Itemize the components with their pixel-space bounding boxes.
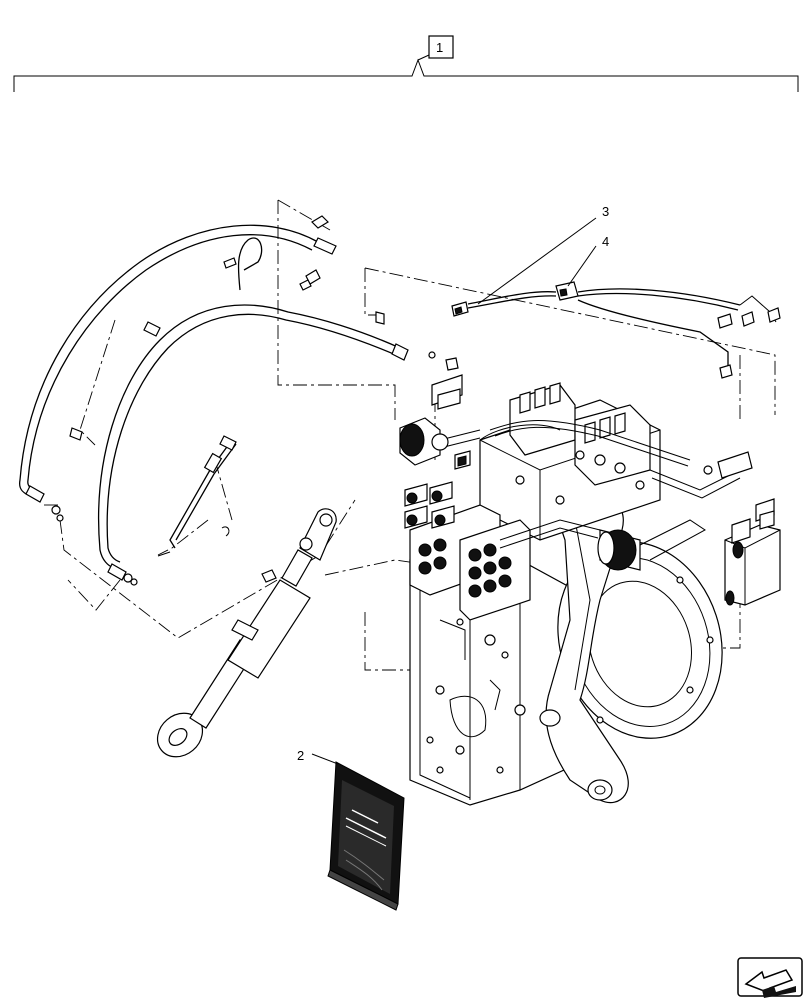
callout-1[interactable]: 1 (436, 40, 443, 55)
callout-4[interactable]: 4 (602, 234, 609, 249)
linkage-rod (157, 435, 237, 557)
assembly-bracket: 1 (13, 35, 799, 92)
fittings-and-clips (69, 215, 463, 441)
top-link-cylinder (156, 508, 337, 758)
transmission-housing (409, 559, 576, 806)
quick-coupler (399, 417, 481, 470)
pto-cylinder (597, 519, 706, 571)
callout-3[interactable]: 3 (602, 204, 609, 219)
hydraulic-hose-outer (18, 224, 337, 522)
operators-manual: 2 (297, 748, 405, 911)
side-valve-block (724, 498, 781, 606)
arrow-navigation-icon[interactable] (737, 957, 803, 998)
lift-arm (539, 491, 629, 804)
valve-assembly (479, 382, 753, 541)
callout-2[interactable]: 2 (297, 748, 304, 763)
wiring-harness (451, 281, 781, 379)
callout-box-1 (428, 35, 454, 59)
hydraulic-hose-inner (97, 304, 409, 586)
connection-block (404, 481, 601, 621)
callout-leaders: 3 4 (477, 204, 609, 305)
